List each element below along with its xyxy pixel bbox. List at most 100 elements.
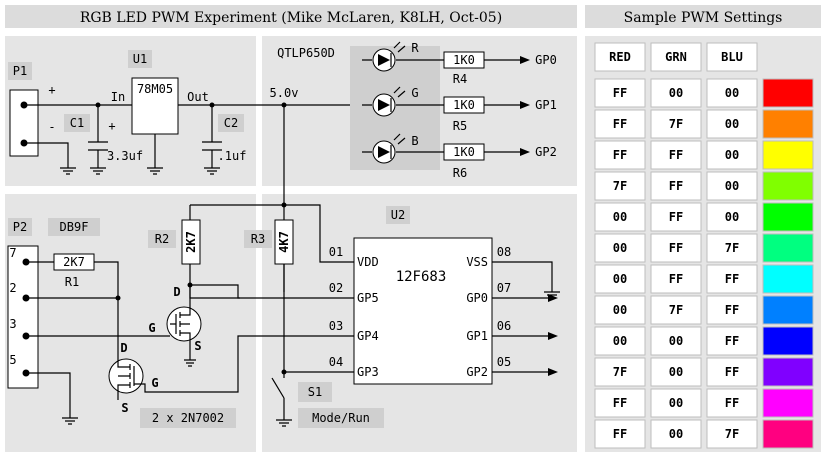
row-7-blue: FF (725, 303, 739, 317)
row-9-red: 7F (613, 365, 627, 379)
s1-mode-label: Mode/Run (312, 411, 370, 425)
row-8-green: 00 (669, 334, 683, 348)
header-red-box (594, 42, 646, 72)
row-11-red: FF (613, 427, 627, 441)
row-5-blue-box (706, 233, 758, 263)
row-1-green-box (650, 109, 702, 139)
u1-out-label: Out (187, 90, 209, 104)
row-6-blue: FF (725, 272, 739, 286)
r1-resistor (53, 253, 95, 271)
u2-pin04: 04 (329, 355, 343, 369)
u2-gp0: GP0 (466, 291, 488, 305)
row-10-red-box (594, 388, 646, 418)
row-8-green-box (650, 326, 702, 356)
u2-output-arrows (548, 294, 558, 376)
row-8-blue-box (706, 326, 758, 356)
row-2-red: FF (613, 148, 627, 162)
row-4-green-box (650, 202, 702, 232)
c1-label-box (64, 114, 90, 132)
r3-label: R3 (251, 232, 265, 246)
row-0-red: FF (613, 86, 627, 100)
header-blu-box (706, 42, 758, 72)
u2-gp2: GP2 (466, 365, 488, 379)
title-bar (5, 5, 577, 28)
junction-r3 (281, 202, 287, 208)
row-6-green: FF (669, 272, 683, 286)
c1-value: 3.3uf (107, 149, 143, 163)
header-blu: BLU (721, 50, 743, 64)
row-9-green: 00 (669, 365, 683, 379)
header-grn-box (650, 42, 702, 72)
c2-value: .1uf (218, 149, 247, 163)
row-5-swatch (762, 233, 814, 263)
minus-label: - (48, 120, 55, 134)
row-9-swatch (762, 357, 814, 387)
r2-label: R2 (155, 232, 169, 246)
r5-value: 1K0 (453, 98, 475, 112)
r6-value: 1K0 (453, 145, 475, 159)
junction-serial (115, 295, 121, 301)
title: RGB LED PWM Experiment (Mike McLaren, K8… (80, 10, 502, 26)
r3-value: 4K7 (277, 231, 291, 253)
row-4-green: FF (669, 210, 683, 224)
led-output-wires (484, 59, 520, 153)
row-5-blue: 7F (725, 241, 739, 255)
q2-leads (117, 335, 354, 400)
q2-gate-label: G (151, 376, 158, 390)
row-11-red-box (594, 419, 646, 449)
row-4-blue: 00 (725, 210, 739, 224)
row-11-blue: 7F (725, 427, 739, 441)
row-10-green-box (650, 388, 702, 418)
row-6-green-box (650, 264, 702, 294)
c2-label: C2 (224, 116, 238, 130)
u2-pin02: 02 (329, 281, 343, 295)
led-g-label: G (411, 86, 418, 100)
led-output-arrows (520, 56, 530, 156)
junction-c2 (209, 102, 215, 108)
u2-vss: VSS (466, 255, 488, 269)
p2-pin2-label: 2 (9, 281, 16, 295)
row-11-green-box (650, 419, 702, 449)
r1-label: R1 (65, 275, 79, 289)
c1-label: C1 (70, 116, 84, 130)
p2-connector (7, 245, 39, 389)
c1-capacitor (88, 105, 108, 175)
row-2-green: FF (669, 148, 683, 162)
u1-part: 78M05 (137, 82, 173, 96)
row-4-swatch (762, 202, 814, 232)
p1-label-box (8, 62, 32, 80)
led-r-label: R (411, 41, 419, 55)
row-5-green-box (650, 233, 702, 263)
u2-pin07: 07 (497, 281, 511, 295)
u2-label-box (386, 206, 410, 224)
row-2-blue-box (706, 140, 758, 170)
r5-label: R5 (453, 119, 467, 133)
row-0-green-box (650, 78, 702, 108)
u1-label: U1 (133, 52, 147, 66)
s1-switch (271, 377, 292, 427)
c2-label-box (218, 114, 244, 132)
table-title-bar (585, 5, 821, 28)
q1-leads (170, 285, 196, 367)
u1-regulator (131, 77, 179, 135)
row-11-swatch (762, 419, 814, 449)
row-0-blue-box (706, 78, 758, 108)
row-9-blue-box (706, 357, 758, 387)
row-7-red: 00 (613, 303, 627, 317)
q1-drain-label: D (173, 285, 180, 299)
u2-pin08: 08 (497, 245, 511, 259)
row-1-blue-box (706, 109, 758, 139)
row-1-red: FF (613, 117, 627, 131)
row-6-blue-box (706, 264, 758, 294)
u2-vdd: VDD (357, 255, 379, 269)
row-6-swatch (762, 264, 814, 294)
gp0-out-label: GP0 (535, 53, 557, 67)
u2-gp4: GP4 (357, 329, 379, 343)
row-8-swatch (762, 326, 814, 356)
row-0-green: 00 (669, 86, 683, 100)
r4-label: R4 (453, 72, 467, 86)
row-11-green: 00 (669, 427, 683, 441)
q2-source-label: S (121, 401, 128, 415)
junction-vcc (281, 102, 287, 108)
row-2-swatch (762, 140, 814, 170)
